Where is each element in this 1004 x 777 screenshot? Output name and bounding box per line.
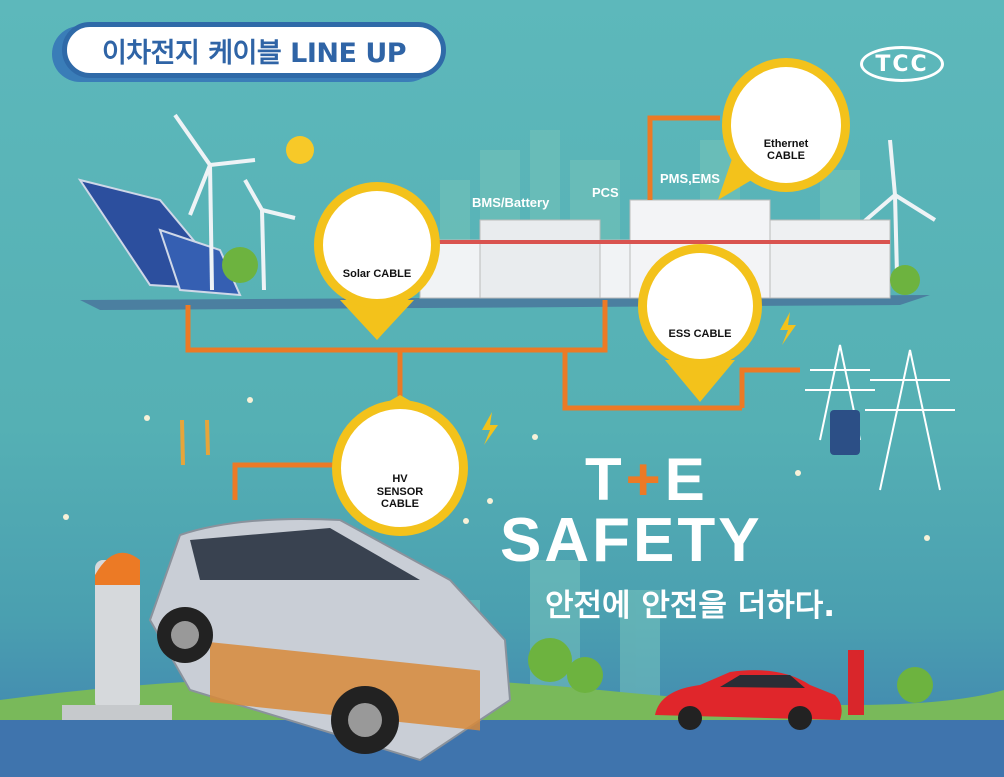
label-pms-ems: PMS,EMS: [660, 171, 720, 186]
page-title: 이차전지 케이블 LINE UP: [62, 22, 446, 78]
solar-panels: [77, 178, 242, 297]
charging-station: [62, 552, 172, 720]
pin-solar-cable: Solar CABLE: [314, 182, 440, 308]
power-pylons: [805, 344, 955, 491]
label-pcs: PCS: [592, 185, 619, 200]
tagline: 안전에 안전을 더하다.: [545, 588, 836, 624]
electric-car: [148, 518, 512, 762]
plus-icon: +: [625, 446, 665, 513]
label-bms-battery: BMS/Battery: [472, 195, 550, 210]
red-car: [655, 650, 864, 730]
pin-hv-sensor-cable: HV SENSOR CABLE: [332, 400, 468, 536]
headline-letter: E: [664, 446, 709, 513]
sun-icon: [286, 136, 314, 164]
tcc-logo: TCC: [860, 46, 944, 82]
cable-lines: [185, 115, 800, 500]
pin-ethernet-cable: Ethernet CABLE: [722, 58, 850, 192]
pin-label: ESS CABLE: [668, 328, 732, 341]
headline-letter: T: [585, 446, 626, 513]
headline-safety: SAFETY: [500, 506, 763, 575]
lightning-icons: [482, 312, 796, 445]
pin-label: HV SENSOR CABLE: [376, 473, 424, 511]
charger-icon: [830, 410, 860, 455]
pin-label: Solar CABLE: [342, 268, 412, 281]
sparkle-stars: [63, 397, 930, 541]
headline-the: T+E: [585, 445, 709, 514]
road: [0, 720, 1004, 777]
wind-turbines: [173, 113, 937, 466]
pin-label: Ethernet CABLE: [763, 137, 809, 163]
pin-ess-cable: ESS CABLE: [638, 244, 762, 368]
trees: [222, 247, 933, 703]
